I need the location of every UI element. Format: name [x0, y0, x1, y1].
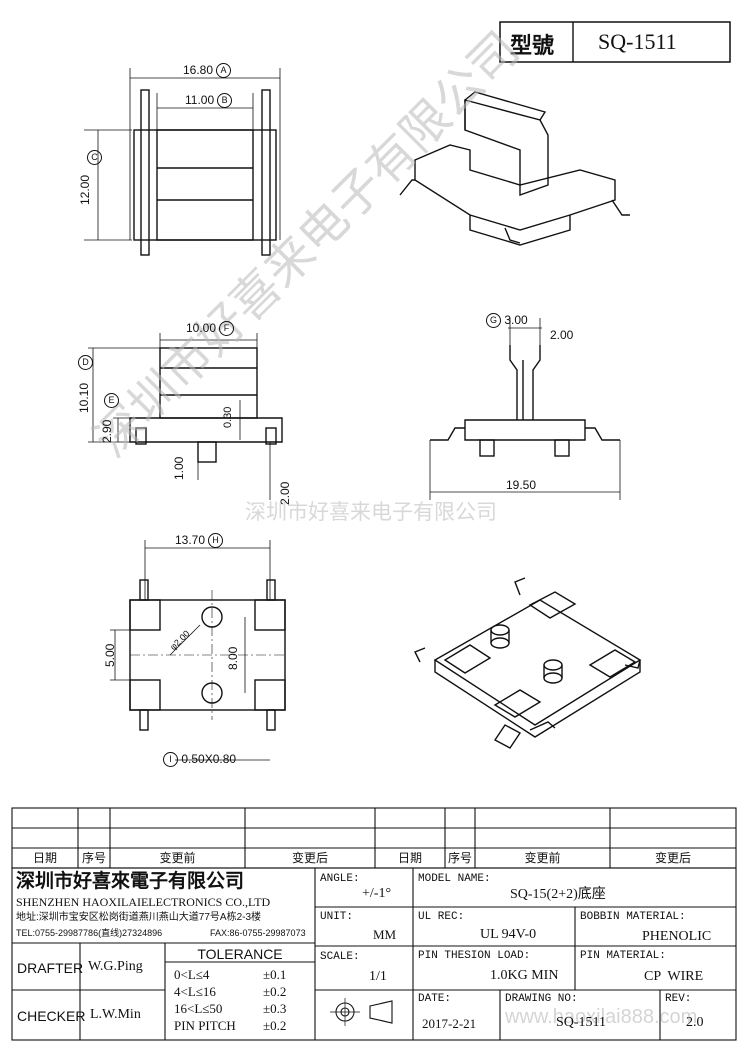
dim-d: 10.10: [77, 382, 91, 413]
rev-after-header-2: 变更后: [654, 851, 691, 865]
model-number: SQ-1511: [598, 29, 677, 54]
rev-date-header-2: 日期: [397, 851, 422, 865]
tolerance-value-2: ±0.2: [263, 984, 287, 999]
dim-2-00: 2.00: [278, 481, 292, 505]
rev-no-header-2: 序号: [447, 851, 472, 865]
checker-label: CHECKER: [17, 1008, 86, 1024]
pin-material-label: PIN MATERIAL:: [580, 950, 666, 962]
drawing-no-label: DRAWING NO:: [505, 993, 578, 1005]
company-address: 地址:深圳市宝安区松岗街道燕川燕山大道77号A栋2-3楼: [16, 912, 262, 923]
dim-0-30: 0.30: [222, 406, 234, 428]
top-view: [84, 68, 281, 256]
date-value: 2017-2-21: [422, 1016, 477, 1031]
side-view: [429, 318, 621, 500]
bottom-view: [110, 540, 286, 761]
unit-label: UNIT:: [320, 911, 354, 923]
company-name-cn: 深圳市好喜來電子有限公司: [16, 871, 245, 892]
unit-value: MM: [373, 927, 397, 942]
drafter-label: DRAFTER: [17, 960, 84, 976]
iso-view-upper: [399, 91, 630, 246]
angle-value: +/-1°: [362, 886, 392, 901]
bobbin-material-label: BOBBIN MATERIAL:: [580, 911, 686, 923]
drawing-no-value: SQ-1511: [556, 1015, 607, 1030]
tolerance-value-4: ±0.2: [263, 1018, 287, 1033]
rev-before-header: 变更前: [159, 851, 196, 865]
checker-name: L.W.Min: [90, 1007, 141, 1022]
company-tel: TEL:0755-29987786(直线)27324896: [16, 928, 163, 938]
ul-rec-label: UL REC:: [418, 911, 465, 923]
tolerance-range-2: 4<L≤16: [174, 984, 216, 999]
tolerance-value-3: ±0.3: [263, 1001, 287, 1016]
rev-date-header: 日期: [32, 851, 57, 865]
projection-symbol: [330, 998, 393, 1026]
pin-tension-value: 1.0KG MIN: [490, 968, 559, 983]
header-box: [499, 21, 731, 63]
drafter-name: W.G.Ping: [88, 959, 143, 974]
rev-no-header: 序号: [81, 851, 106, 865]
model-name-value: SQ-15(2+2)底座: [510, 887, 606, 902]
ul-rec-value: UL 94V-0: [480, 927, 537, 942]
model-label: 型號: [510, 33, 555, 58]
front-view: [88, 333, 283, 500]
marker-d: D: [75, 355, 93, 371]
pin-tension-label: PIN THESION LOAD:: [418, 950, 531, 962]
dim-e: 2.90: [100, 419, 114, 443]
rev-value: 2.0: [686, 1015, 704, 1030]
tolerance-range-4: PIN PITCH: [174, 1018, 236, 1033]
rev-before-header-2: 变更前: [524, 851, 561, 865]
angle-label: ANGLE:: [320, 873, 360, 885]
model-name-label: MODEL NAME:: [418, 873, 491, 885]
scale-label: SCALE:: [320, 951, 360, 963]
tolerance-range-3: 16<L≤50: [174, 1001, 223, 1016]
dim-i: I 0.50X0.80: [160, 752, 236, 768]
rev-label: REV:: [665, 993, 692, 1005]
marker-e: E: [101, 393, 119, 409]
title-block-grid: [11, 867, 737, 1041]
date-label: DATE:: [418, 993, 452, 1005]
dim-g2: 2.00: [550, 328, 574, 342]
dim-g: G 3.00: [483, 313, 528, 329]
iso-view-lower: [414, 577, 642, 749]
pin-material-value: CP WIRE: [644, 969, 704, 984]
tolerance-label: TOLERANCE: [197, 946, 283, 962]
dim-1-00: 1.00: [172, 456, 186, 480]
dim-c: 12.00: [78, 174, 92, 205]
dim-5-00: 5.00: [103, 643, 117, 667]
marker-c: C: [84, 150, 102, 166]
rev-after-header: 变更后: [291, 851, 328, 865]
company-fax: FAX:86-0755-29987073: [210, 928, 306, 938]
company-name-en: SHENZHEN HAOXILAIELECTRONICS CO.,LTD: [16, 895, 271, 909]
dim-8-00: 8.00: [226, 646, 240, 670]
scale-value: 1/1: [369, 969, 387, 984]
bobbin-material-value: PHENOLIC: [642, 929, 712, 944]
dim-w: 19.50: [506, 478, 537, 492]
tolerance-value-1: ±0.1: [263, 967, 287, 982]
tolerance-range-1: 0<L≤4: [174, 967, 210, 982]
